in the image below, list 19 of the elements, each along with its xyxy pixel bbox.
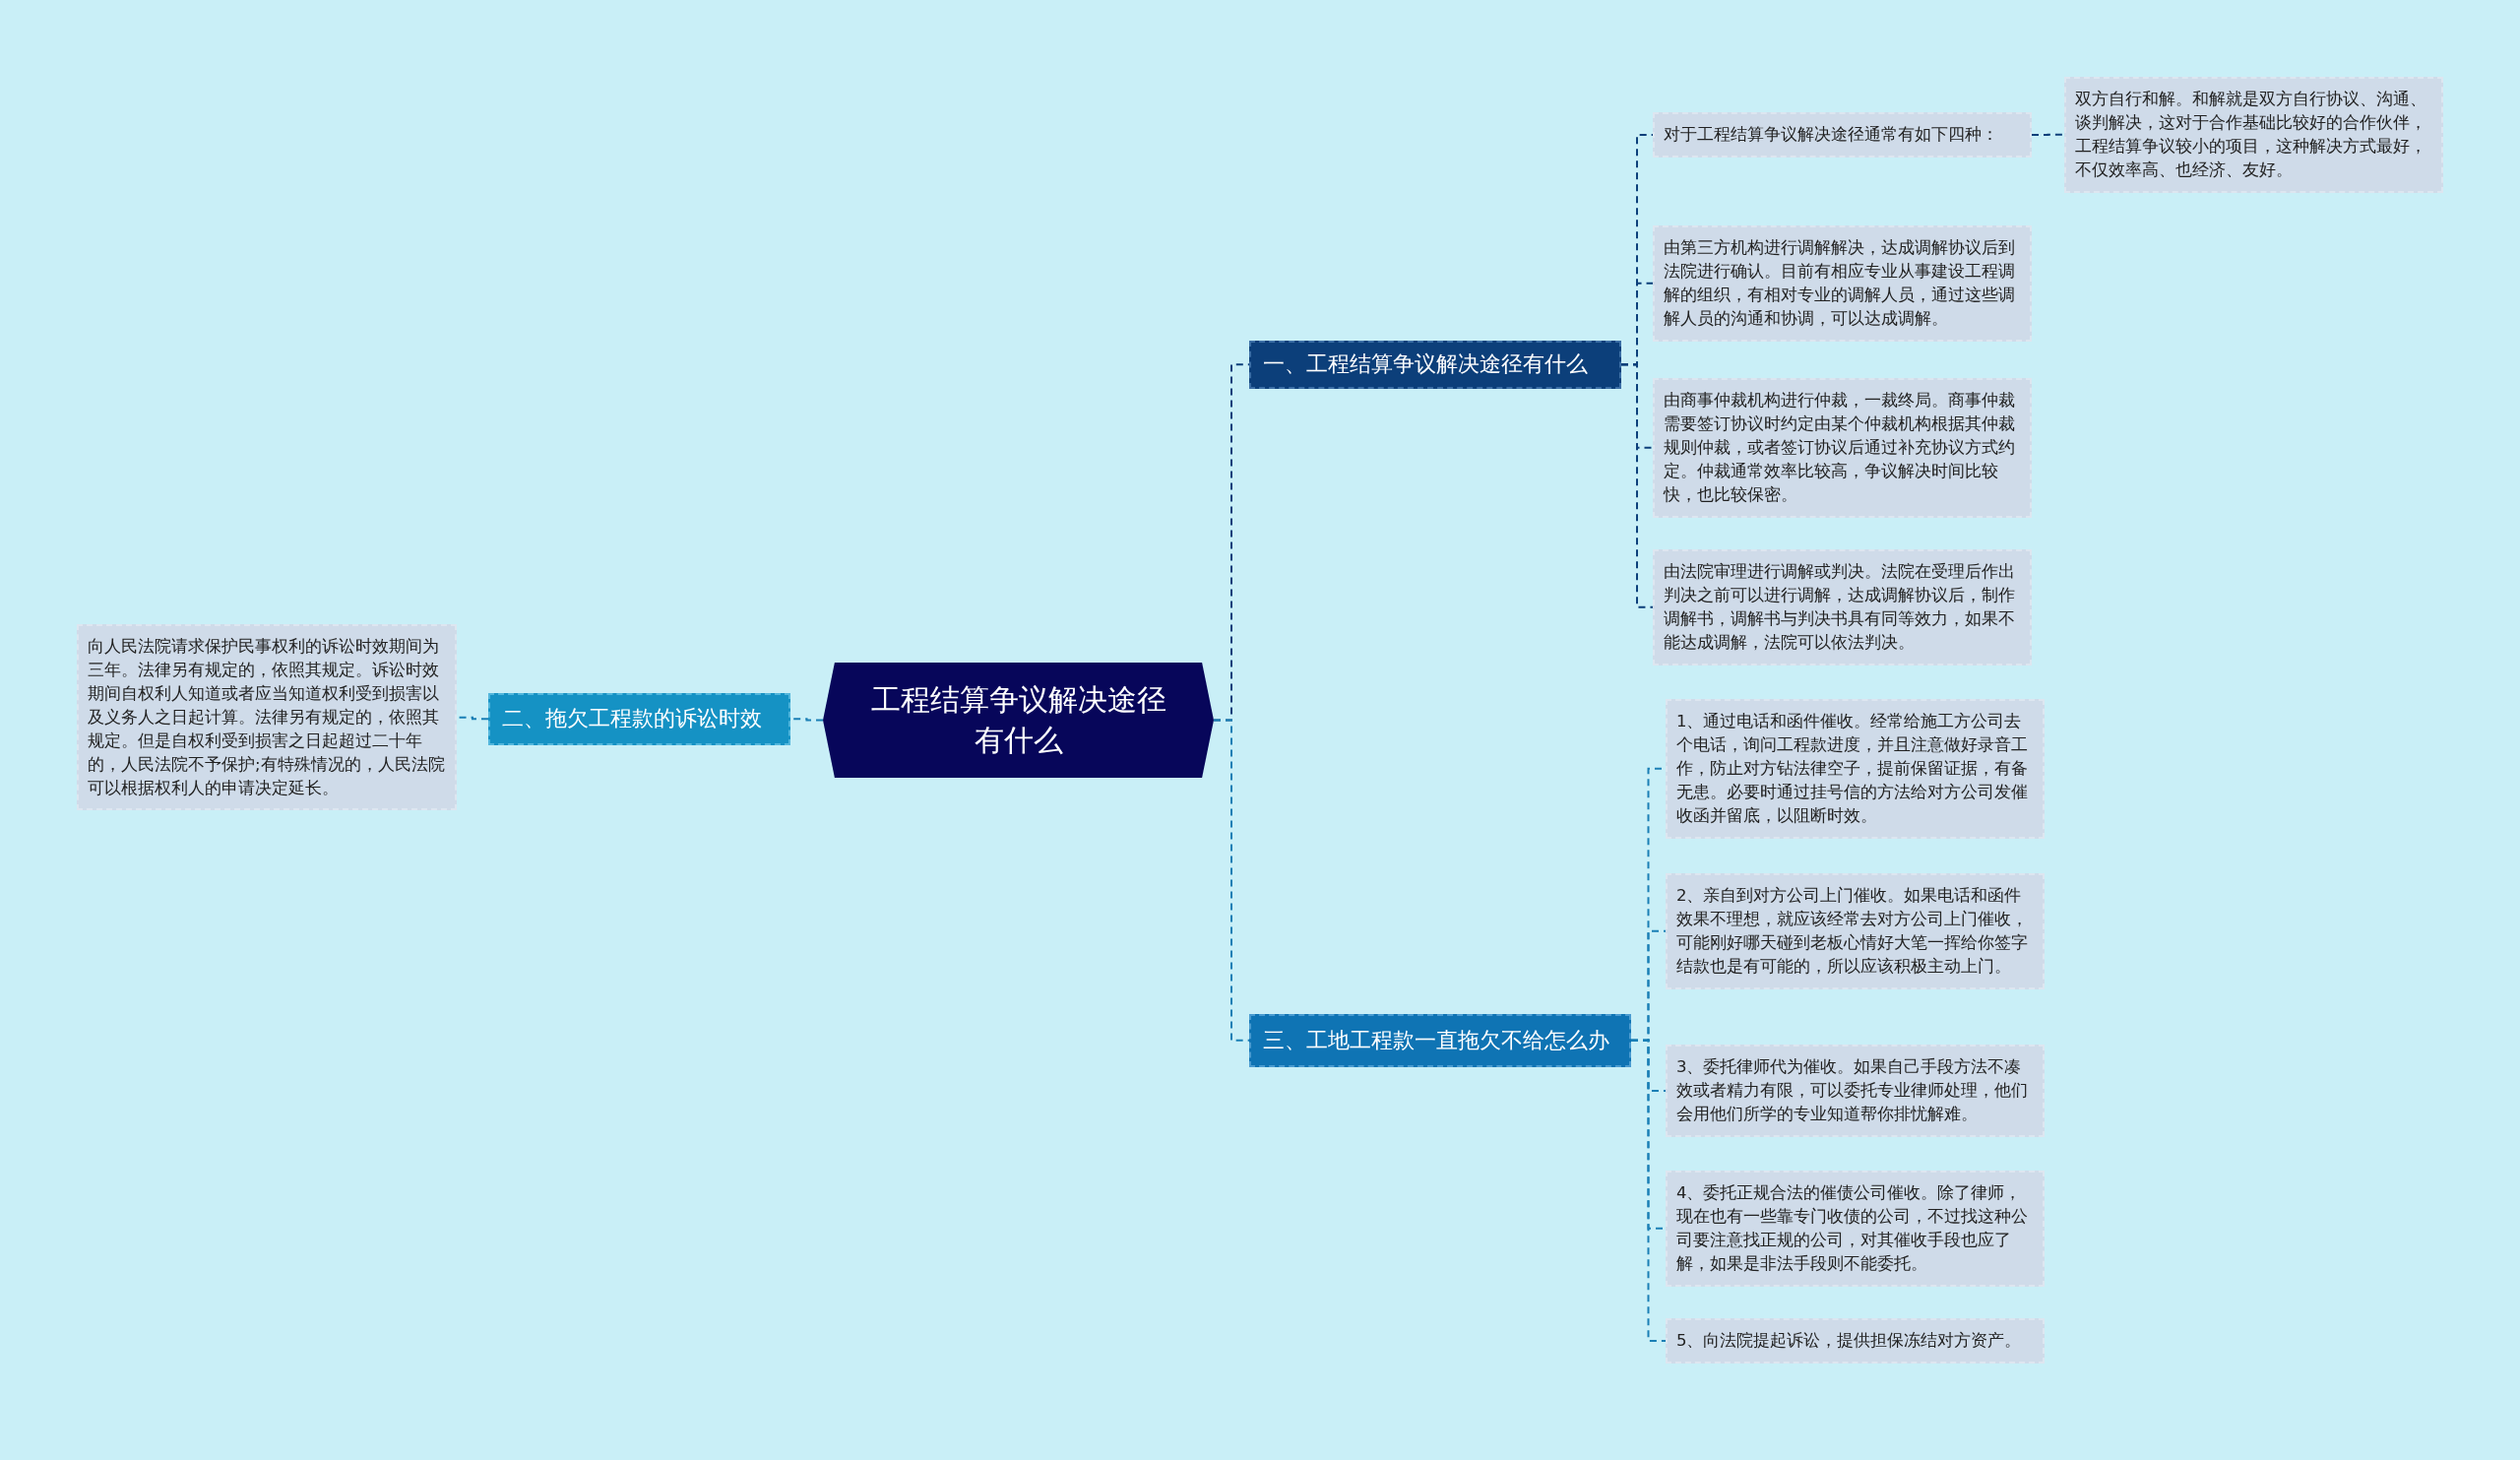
note-box: 2、亲自到对方公司上门催收。如果电话和函件效果不理想，就应该经常去对方公司上门催收，可能刚好哪天碰到老板心情好大笔一挥给你签字结款也是有可能的，所以应该积极主动上门。	[1666, 873, 2045, 989]
note-box: 1、通过电话和函件催收。经常给施工方公司去个电话，询问工程款进度，并且注意做好录音工作，防止对方钻法律空子，提前保留证据，有备无患。必要时通过挂号信的方法给对方公司发催收函并留底，以阻断时效。	[1666, 699, 2045, 839]
note-box: 向人民法院请求保护民事权利的诉讼时效期间为三年。法律另有规定的，依照其规定。诉讼时效期间自权利人知道或者应当知道权利受到损害以及义务人之日起计算。法律另有规定的，依照其规定。但是自权利受到损害之日起超过二十年的，人民法院不予保护;有特殊情况的，人民法院可以根据权利人的申请决定延长。	[77, 624, 457, 811]
branch-topic-box: 二、拖欠工程款的诉讼时效	[488, 693, 790, 745]
connector-line	[1620, 363, 1654, 608]
note-box: 5、向法院提起诉讼，提供担保冻结对方资产。	[1666, 1318, 2045, 1364]
note-box: 4、委托正规合法的催债公司催收。除了律师，现在也有一些靠专门收债的公司，不过找这种公司要注意找正规的公司，对其催收手段也应了解，如果是非法手段则不能委托。	[1666, 1171, 2045, 1287]
note-box: 3、委托律师代为催收。如果自己手段方法不凑效或者精力有限，可以委托专业律师处理，他们会用他们所学的专业知道帮你排忧解难。	[1666, 1045, 2045, 1137]
note-box: 对于工程结算争议解决途径通常有如下四种：	[1653, 112, 2032, 158]
branch-topic-box: 三、工地工程款一直拖欠不给怎么办	[1249, 1014, 1631, 1067]
note-box: 由商事仲裁机构进行仲裁，一裁终局。商事仲裁需要签订协议时约定由某个仲裁机构根据其仲裁规则仲裁，或者签订协议后通过补充协议方式约定。仲裁通常效率比较高，争议解决时间比较快，也比较保密。	[1653, 378, 2032, 518]
connector-line	[2031, 133, 2065, 136]
branch-topic-box: 一、工程结算争议解决途径有什么	[1249, 341, 1621, 389]
connector-line	[1213, 719, 1250, 1042]
note-box: 由法院审理进行调解或判决。法院在受理后作出判决之前可以进行调解，达成调解协议后，制作调解书，调解书与判决书具有同等效力，如果不能达成调解，法院可以依法判决。	[1653, 549, 2032, 666]
note-box: 由第三方机构进行调解解决，达成调解协议后到法院进行确认。目前有相应专业从事建设工程调解的组织，有相对专业的调解人员，通过这些调解人员的沟通和协调，可以达成调解。	[1653, 225, 2032, 342]
note-box: 双方自行和解。和解就是双方自行协议、沟通、谈判解决，这对于合作基础比较好的合作伙伴，工程结算争议较小的项目，这种解决方式最好，不仅效率高、也经济、友好。	[2064, 77, 2443, 193]
central-topic-hexagon: 工程结算争议解决途径有什么	[823, 663, 1214, 778]
connector-line	[1630, 1039, 1667, 1342]
